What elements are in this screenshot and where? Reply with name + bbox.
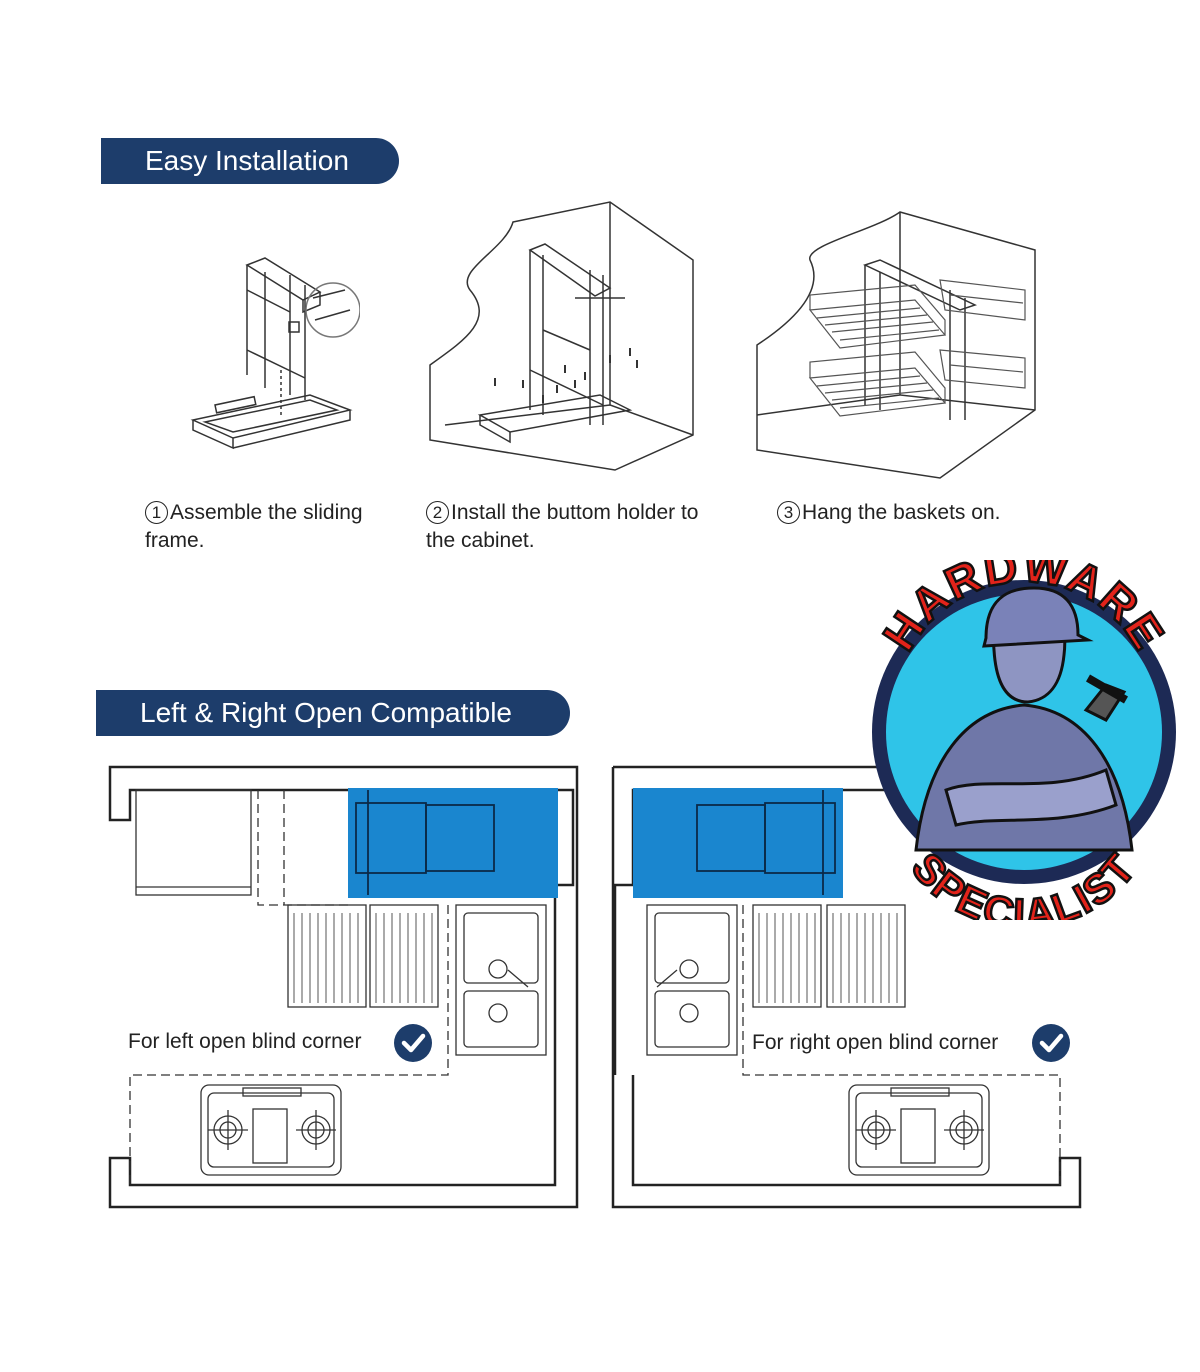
step-3-number: 3: [777, 501, 800, 524]
worker-figure: [914, 586, 1134, 852]
step-3-text: Hang the baskets on.: [802, 501, 1001, 524]
step1-frame-illustration: [190, 257, 360, 450]
left-open-caption: For left open blind corner: [122, 1028, 368, 1056]
left-blind-corner-highlight: [348, 788, 558, 898]
step-2-text: Install the buttom holder to the cabinet…: [426, 501, 699, 552]
step-1-number: 1: [145, 501, 168, 524]
compatible-title: Left & Right Open Compatible: [140, 697, 512, 728]
compatible-banner: Left & Right Open Compatible: [96, 690, 570, 736]
right-blind-corner-highlight: [633, 788, 843, 898]
step2-cabinet-illustration: [429, 201, 694, 471]
easy-installation-banner: Easy Installation: [101, 138, 399, 184]
right-open-caption: For right open blind corner: [746, 1029, 1005, 1057]
easy-installation-title: Easy Installation: [145, 145, 349, 176]
left-open-floor-plan: [108, 765, 579, 1209]
check-icon: [394, 1024, 432, 1062]
step3-baskets-illustration: [756, 211, 1036, 479]
step-1-text: Assemble the sliding frame.: [145, 501, 363, 552]
check-icon: [1032, 1024, 1070, 1062]
hardware-specialist-logo: HARDWARE SPECIALIST: [871, 560, 1176, 920]
step-2-number: 2: [426, 501, 449, 524]
